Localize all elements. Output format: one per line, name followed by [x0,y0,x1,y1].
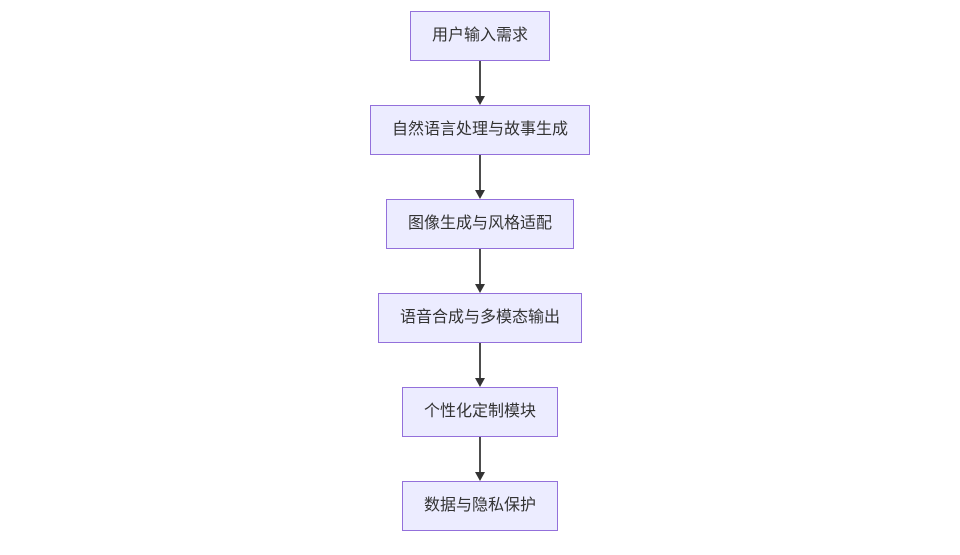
flow-node-label: 用户输入需求 [431,27,528,44]
flow-arrow-4 [474,343,486,387]
flow-node-nlp-story-generation: 自然语言处理与故事生成 [369,105,590,155]
flow-arrow-2 [474,155,486,199]
flow-node-data-privacy-protection: 数据与隐私保护 [401,481,558,531]
arrow-head-down-icon [475,190,485,199]
flow-arrow-5 [474,437,486,481]
flow-node-image-style-adaptation: 图像生成与风格适配 [385,199,574,249]
flow-node-personalization-module: 个性化定制模块 [401,387,558,437]
arrow-line [479,437,481,473]
flow-arrow-1 [474,61,486,105]
flow-node-label: 语音合成与多模态输出 [399,309,560,326]
arrow-line [479,343,481,379]
arrow-head-down-icon [475,472,485,481]
flowchart-column: 用户输入需求 自然语言处理与故事生成 图像生成与风格适配 语音合成与多模态输出 [0,11,960,531]
arrow-head-down-icon [475,378,485,387]
flow-node-label: 自然语言处理与故事生成 [391,121,568,138]
arrow-line [479,155,481,191]
arrow-head-down-icon [475,96,485,105]
flow-node-speech-multimodal-output: 语音合成与多模态输出 [377,293,582,343]
arrow-head-down-icon [475,284,485,293]
arrow-line [479,249,481,285]
arrow-line [479,61,481,97]
flow-node-label: 个性化定制模块 [423,403,536,420]
flow-node-label: 图像生成与风格适配 [407,215,552,232]
flow-node-label: 数据与隐私保护 [423,497,536,514]
flow-arrow-3 [474,249,486,293]
flow-node-user-input: 用户输入需求 [409,11,550,61]
